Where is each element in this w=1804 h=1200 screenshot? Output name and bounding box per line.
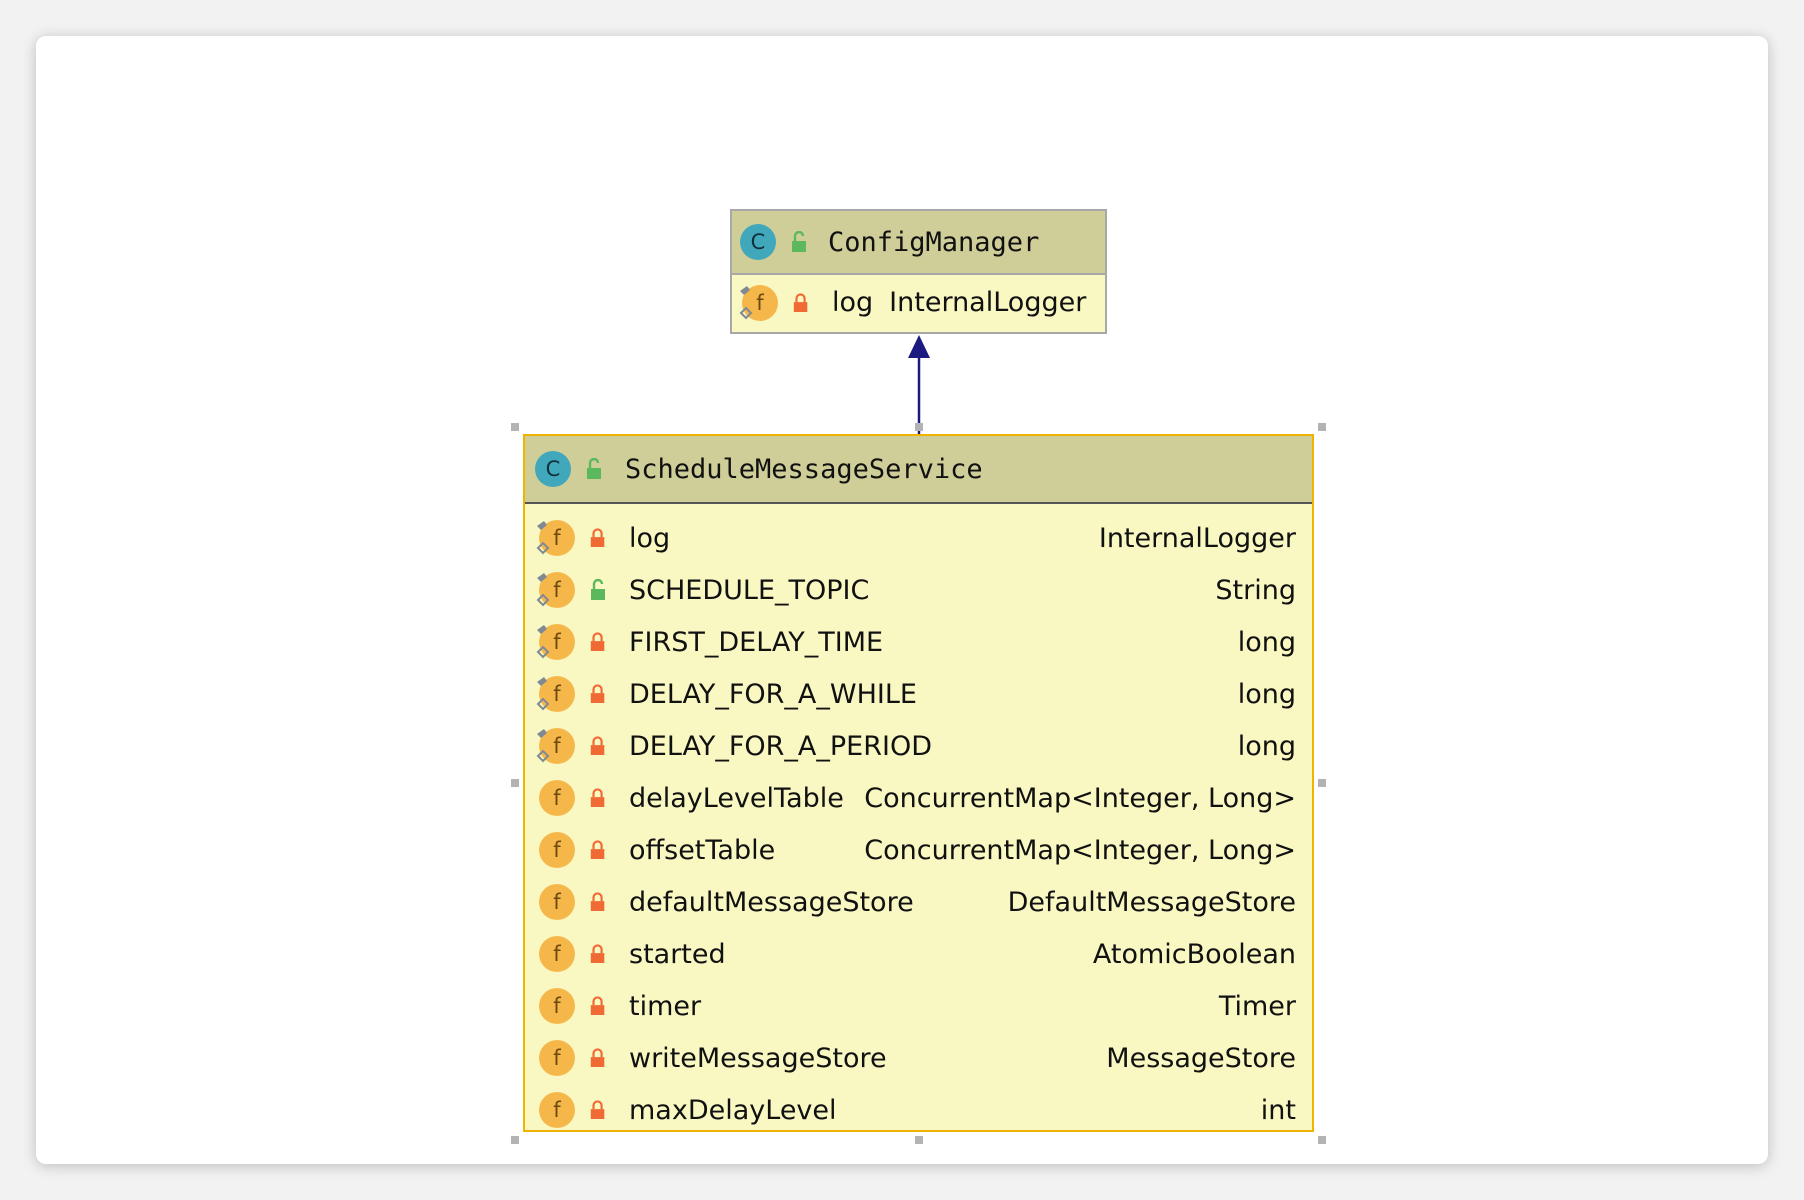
field-icon: f [539,884,575,920]
field-type: int [1260,1094,1296,1126]
field-name: log [832,287,874,318]
field-row[interactable]: f started AtomicBoolean [525,928,1312,980]
field-row[interactable]: f SCHEDULE_TOPIC String [525,564,1312,616]
static-pin-icon [739,285,753,319]
field-icon: f [536,520,575,556]
field-row[interactable]: f writeMessageStore MessageStore [525,1032,1312,1084]
class-header: C ConfigManager [732,211,1105,275]
field-icon: f [536,624,575,660]
class-icon: C [740,224,776,260]
field-row[interactable]: f defaultMessageStore DefaultMessageStore [525,876,1312,928]
static-pin-icon [536,573,550,607]
class-box-schedule-message-service[interactable]: C ScheduleMessageService f log InternalLog… [523,434,1314,1132]
field-name: maxDelayLevel [629,1094,837,1126]
field-name: log [629,522,671,554]
public-unlocked-icon [591,579,605,600]
field-type: InternalLogger [889,287,1087,318]
field-type: long [1237,678,1296,710]
field-type: MessageStore [1106,1042,1296,1074]
private-lock-icon [590,528,605,547]
selection-handle-bottom-right[interactable] [1318,1136,1326,1144]
private-lock-icon [590,892,605,911]
selection-handle-top-left[interactable] [511,423,519,431]
field-type: ConcurrentMap<Integer, Long> [864,782,1296,814]
class-name: ConfigManager [828,226,1040,258]
private-lock-icon [590,840,605,859]
field-row[interactable]: f timer Timer [525,980,1312,1032]
private-lock-icon [590,1048,605,1067]
static-pin-icon [536,521,550,555]
class-icon: C [535,451,571,487]
field-icon: f [539,780,575,816]
field-row[interactable]: f delayLevelTable ConcurrentMap<Integer, L… [525,772,1312,824]
field-row[interactable]: f offsetTable ConcurrentMap<Integer, Long> [525,824,1312,876]
field-name: DELAY_FOR_A_WHILE [629,678,917,710]
private-lock-icon [590,736,605,755]
private-lock-icon [590,996,605,1015]
field-icon: f [539,1092,575,1128]
static-pin-icon [536,677,550,711]
private-lock-icon [590,1100,605,1119]
field-icon: f [536,572,575,608]
field-icon: f [536,728,575,764]
field-name: started [629,938,726,970]
field-row[interactable]: f maxDelayLevel int [525,1084,1312,1136]
selection-handle-top-right[interactable] [1318,423,1326,431]
private-lock-icon [590,944,605,963]
field-type: ConcurrentMap<Integer, Long> [864,834,1296,866]
static-pin-icon [536,625,550,659]
field-icon: f [539,1040,575,1076]
field-icon: f [739,284,778,321]
field-name: offsetTable [629,834,776,866]
field-name: FIRST_DELAY_TIME [629,626,884,658]
class-header: C ScheduleMessageService [525,436,1312,504]
field-type: String [1215,574,1296,606]
class-box-config-manager[interactable]: C ConfigManager f log InternalLogger [730,209,1107,334]
selection-handle-top-center[interactable] [915,423,923,431]
field-name: timer [629,990,702,1022]
selection-handle-middle-right[interactable] [1318,779,1326,787]
selection-handle-middle-left[interactable] [511,779,519,787]
field-row[interactable]: f FIRST_DELAY_TIME long [525,616,1312,668]
field-row[interactable]: f log InternalLogger [525,512,1312,564]
field-row[interactable]: f DELAY_FOR_A_PERIOD long [525,720,1312,772]
field-name: delayLevelTable [629,782,844,814]
static-pin-icon [536,729,550,763]
field-name: defaultMessageStore [629,886,914,918]
field-name: writeMessageStore [629,1042,887,1074]
field-row[interactable]: f log InternalLogger [732,275,1105,330]
selection-handle-bottom-left[interactable] [511,1136,519,1144]
private-lock-icon [793,292,808,312]
field-type: Timer [1218,990,1296,1022]
field-row[interactable]: f DELAY_FOR_A_WHILE long [525,668,1312,720]
field-name: SCHEDULE_TOPIC [629,574,870,606]
private-lock-icon [590,684,605,703]
selection-handle-bottom-center[interactable] [915,1136,923,1144]
private-lock-icon [590,788,605,807]
field-type: long [1237,626,1296,658]
field-type: InternalLogger [1098,522,1296,554]
field-icon: f [539,936,575,972]
field-name: DELAY_FOR_A_PERIOD [629,730,932,762]
field-list: f log InternalLogger [732,275,1105,330]
public-unlocked-icon [587,458,601,479]
field-icon: f [539,988,575,1024]
private-lock-icon [590,632,605,651]
field-icon: f [539,832,575,868]
class-name: ScheduleMessageService [625,453,983,485]
field-type: AtomicBoolean [1092,938,1296,970]
field-type: long [1237,730,1296,762]
public-unlocked-icon [792,231,806,252]
field-icon: f [536,676,575,712]
field-type: DefaultMessageStore [1007,886,1296,918]
